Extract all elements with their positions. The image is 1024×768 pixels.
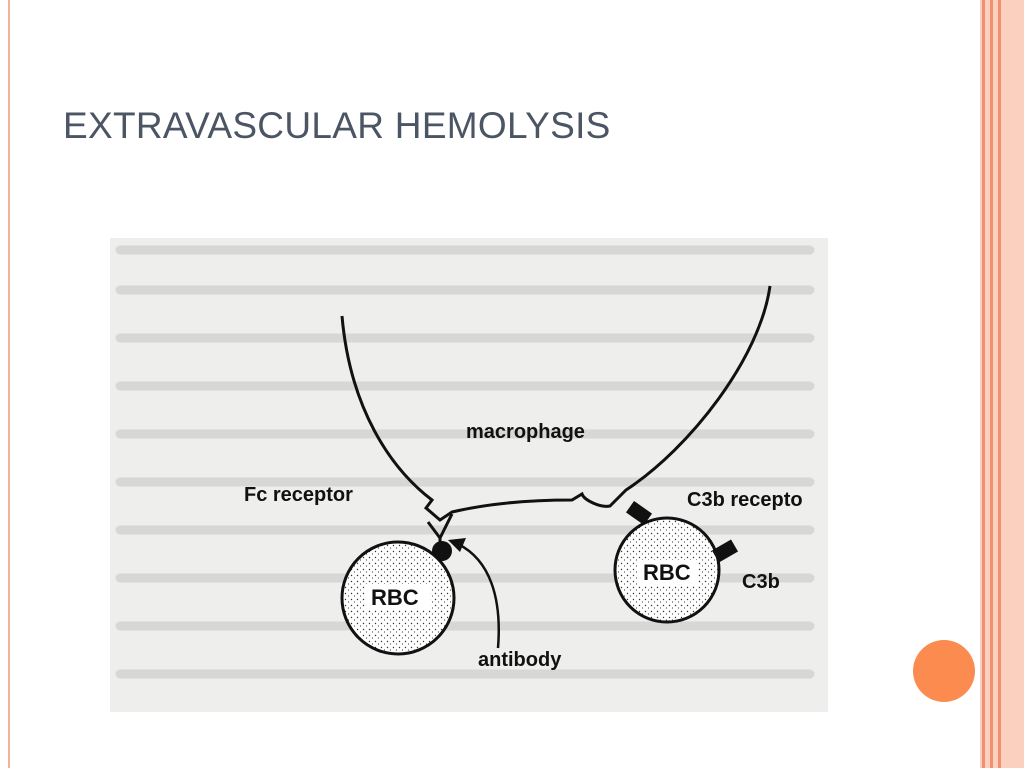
right-band-line — [990, 0, 993, 768]
rbc-left-label: RBC — [371, 585, 419, 610]
right-band-line — [998, 0, 1001, 768]
c3b-receptor-icon — [625, 500, 653, 526]
decorative-orange-dot — [913, 640, 975, 702]
macrophage-membrane — [340, 285, 772, 522]
right-decorative-band — [980, 0, 1024, 768]
diagram-svg: macrophage Fc receptor C3b recepto RBC R… — [115, 245, 815, 679]
background-text-texture — [115, 245, 815, 679]
right-band-line — [982, 0, 985, 768]
c3b-receptor-label: C3b recepto — [687, 489, 803, 511]
rbc-right-label: RBC — [643, 560, 691, 585]
c3b-icon — [711, 539, 739, 563]
macrophage-label: macrophage — [466, 421, 585, 443]
antibody-arrow — [457, 542, 500, 649]
fc-receptor-label: Fc receptor — [244, 484, 353, 506]
hemolysis-diagram: macrophage Fc receptor C3b recepto RBC R… — [110, 238, 828, 712]
antibody-arrowhead — [448, 538, 466, 552]
slide-title: EXTRAVASCULAR HEMOLYSIS — [63, 105, 611, 146]
left-border-line — [8, 0, 10, 768]
c3b-label: C3b — [742, 571, 780, 593]
antibody-label: antibody — [478, 649, 562, 671]
